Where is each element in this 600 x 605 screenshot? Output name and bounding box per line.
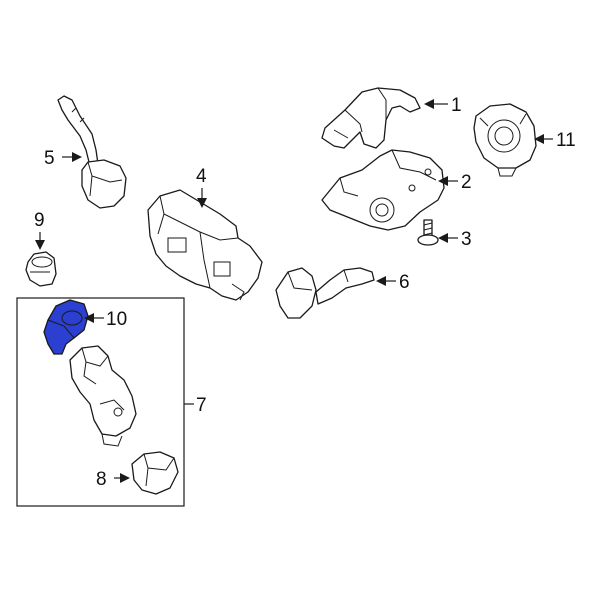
part-1-upper-shroud[interactable] — [321, 87, 421, 149]
part-10-shape — [43, 299, 89, 355]
label-9: 9 — [34, 210, 45, 231]
part-7-inset-box — [16, 297, 185, 507]
part-7-lock-assembly[interactable] — [69, 345, 137, 447]
callout-5: 5 — [44, 148, 82, 169]
label-11: 11 — [556, 130, 576, 151]
part-8-switch[interactable] — [131, 451, 179, 495]
part-10-highlighted[interactable] — [43, 299, 89, 355]
callout-7: 7 — [184, 395, 207, 416]
callout-2: 2 — [438, 172, 472, 193]
label-2: 2 — [461, 172, 472, 193]
callout-11: 11 — [534, 130, 576, 151]
label-10: 10 — [106, 309, 127, 330]
label-4: 4 — [196, 166, 207, 187]
callout-10: 10 — [84, 309, 127, 330]
part-2-lower-shroud[interactable] — [321, 149, 445, 231]
callout-4: 4 — [196, 166, 207, 208]
callout-3: 3 — [438, 229, 472, 250]
part-4-column-housing[interactable] — [147, 189, 263, 301]
callout-6: 6 — [376, 272, 410, 293]
label-7: 7 — [196, 395, 207, 416]
label-6: 6 — [399, 272, 410, 293]
part-11-clockspring[interactable] — [473, 103, 537, 177]
label-8: 8 — [96, 469, 107, 490]
callout-8: 8 — [96, 469, 130, 490]
part-3-screw[interactable] — [417, 219, 439, 246]
label-1: 1 — [451, 95, 462, 116]
part-6-wiper-switch[interactable] — [275, 267, 375, 319]
label-5: 5 — [44, 148, 55, 169]
part-9-connector[interactable] — [25, 251, 57, 287]
label-3: 3 — [461, 229, 472, 250]
part-5-turn-signal-switch[interactable] — [57, 95, 127, 209]
callout-1: 1 — [424, 95, 462, 116]
callout-9: 9 — [34, 210, 45, 250]
